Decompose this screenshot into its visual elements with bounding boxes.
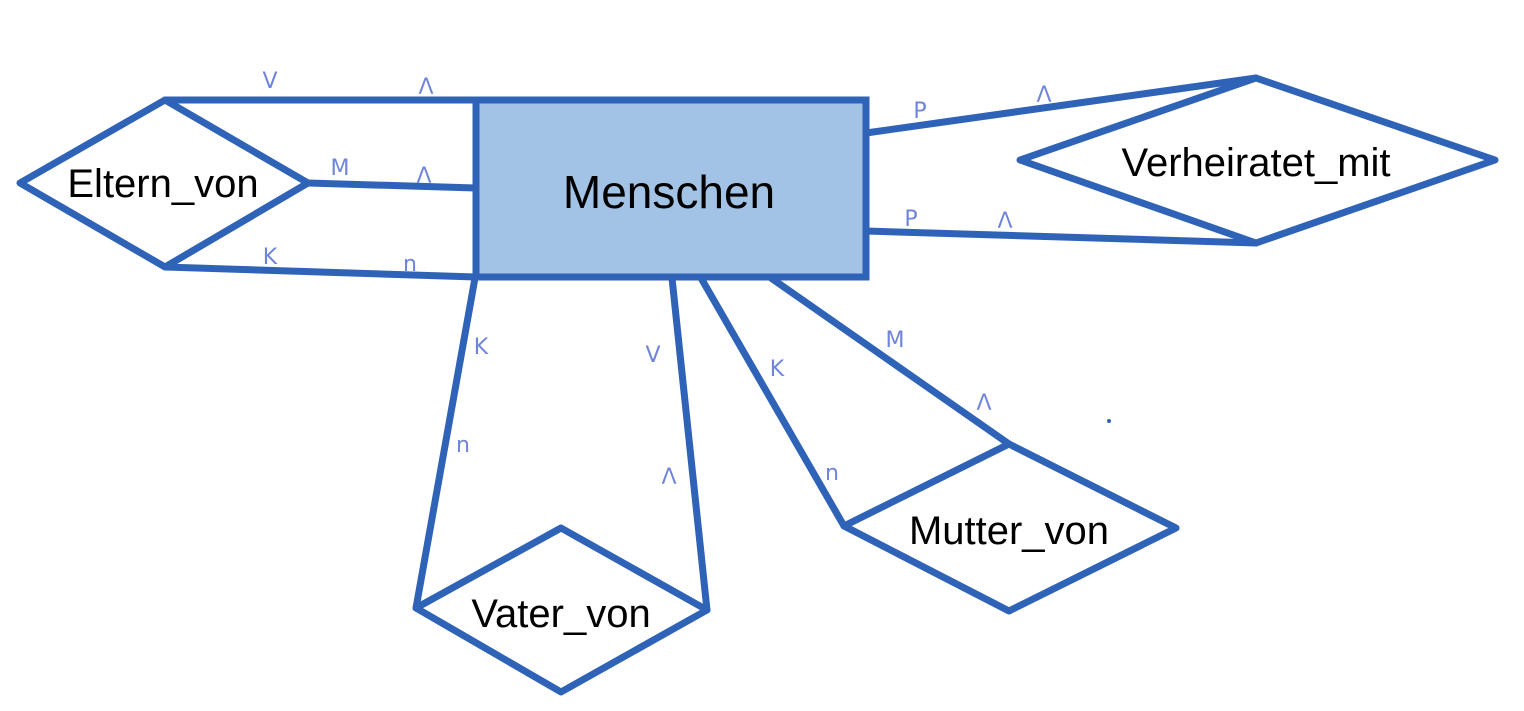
menschen-box <box>472 96 870 281</box>
cardinality-vater-right-rel: Λ <box>661 465 676 490</box>
cardinality-mutter-left-rel: n <box>825 461 839 486</box>
cardinality-labels: V Λ M Λ K n P Λ P Λ K n V Λ K n M Λ <box>262 69 1051 490</box>
edge-verheiratet-top <box>862 74 1260 137</box>
entity-menschen: Menschen <box>472 96 870 281</box>
cardinality-vater-right-ent: V <box>645 343 660 368</box>
cardinality-verh-bot-rel: Λ <box>997 209 1012 234</box>
edges <box>161 74 1260 614</box>
cardinality-eltern-bot-rel: K <box>263 245 278 270</box>
cardinality-eltern-mid-ent: Λ <box>416 164 431 189</box>
cardinality-verh-top-rel: Λ <box>1036 83 1051 108</box>
eltern-von-label: Eltern_von <box>67 162 258 206</box>
edge-vater-left <box>412 274 479 612</box>
edge-mutter-left <box>697 274 848 530</box>
cardinality-verh-bot-ent: P <box>904 207 917 232</box>
edge-eltern-mid <box>304 179 480 192</box>
mutter-von-diamond <box>840 440 1180 615</box>
vater-von-label: Vater_von <box>471 592 650 636</box>
cardinality-mutter-right-rel: Λ <box>976 391 991 416</box>
edge-vater-right <box>668 274 711 614</box>
edge-verheiratet-bottom <box>862 227 1260 247</box>
edge-eltern-bottom <box>161 263 480 281</box>
cardinality-mutter-left-ent: K <box>770 357 785 382</box>
cardinality-eltern-top-rel: V <box>262 69 277 94</box>
verheiratet-mit-diamond <box>1016 74 1499 247</box>
relationship-vater-von: Vater_von <box>412 524 711 696</box>
cardinality-mutter-right-ent: M <box>886 328 905 353</box>
relationship-verheiratet-mit: Verheiratet_mit <box>1016 74 1499 247</box>
stray-mark <box>1107 419 1111 423</box>
mutter-von-label: Mutter_von <box>909 509 1109 553</box>
cardinality-verh-top-ent: P <box>913 99 926 124</box>
vater-von-diamond <box>412 524 711 696</box>
relationship-mutter-von: Mutter_von <box>840 440 1180 615</box>
cardinality-vater-left-ent: K <box>474 335 489 360</box>
edge-mutter-right <box>767 274 1013 448</box>
cardinality-vater-left-rel: n <box>456 433 470 458</box>
relationship-eltern-von: Eltern_von <box>16 96 312 271</box>
cardinality-eltern-bot-ent: n <box>403 252 417 277</box>
cardinality-eltern-mid-rel: M <box>331 156 350 181</box>
eltern-von-diamond <box>16 96 312 271</box>
menschen-label: Menschen <box>563 166 775 218</box>
cardinality-eltern-top-ent: Λ <box>418 75 433 100</box>
verheiratet-mit-label: Verheiratet_mit <box>1121 141 1390 185</box>
